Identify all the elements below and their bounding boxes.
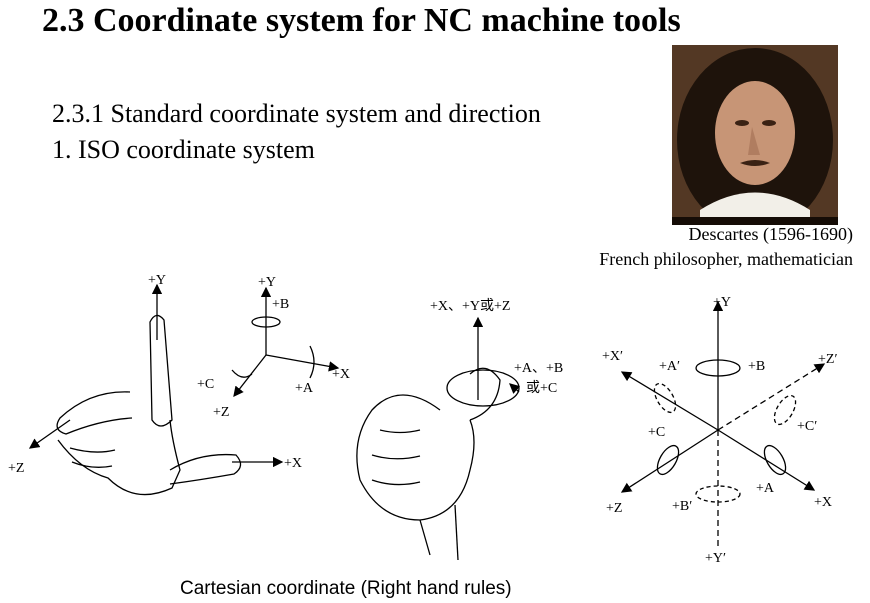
fig3-rot-label-2: 或+C	[526, 380, 557, 396]
fig2-c-label: +C	[197, 377, 214, 392]
fig2-a-label: +A	[295, 381, 314, 396]
fig4-b-prime-label: +B′	[672, 499, 692, 514]
fig3-rot-label-1: +A、+B	[514, 361, 563, 376]
fig4-c-prime-label: +C′	[797, 419, 817, 434]
fig4-x-prime-label: +X′	[602, 349, 623, 364]
fig4-z-prime-label: +Z′	[818, 352, 838, 367]
fig4-b-label: +B	[748, 359, 765, 374]
portrait-caption-description: French philosopher, mathematician	[599, 249, 853, 269]
fig4-y-prime-label: +Y′	[705, 551, 726, 566]
coordinate-diagrams: +Y +X +Z +Y +B +C +X +A +Z +X、+Y或+Z +A、+…	[8, 273, 838, 566]
fig4-a-label: +A	[756, 481, 775, 496]
thumb-rotation-figure	[356, 316, 521, 561]
fig4-a-prime-label: +A′	[659, 359, 680, 374]
figure-caption: Cartesian coordinate (Right hand rules)	[180, 578, 512, 599]
fig4-y-label: +Y	[713, 295, 731, 310]
fig4-x-label: +X	[814, 495, 832, 510]
fig2-z-label: +Z	[213, 405, 229, 420]
right-hand-figure	[28, 283, 284, 496]
axis-rotation-figure	[231, 286, 340, 398]
fig3-top-label: +X、+Y或+Z	[430, 298, 510, 314]
fig1-z-label: +Z	[8, 461, 24, 476]
fig1-y-label: +Y	[148, 273, 166, 288]
fig4-c-label: +C	[648, 425, 665, 440]
page-title: 2.3 Coordinate system for NC machine too…	[42, 2, 681, 39]
six-axis-figure	[620, 300, 826, 548]
descartes-portrait	[672, 45, 838, 225]
section-heading: 2.3.1 Standard coordinate system and dir…	[52, 99, 541, 128]
fig4-z-label: +Z	[606, 501, 622, 516]
portrait-caption-name: Descartes (1596-1690)	[688, 224, 853, 244]
fig1-x-label: +X	[284, 456, 302, 471]
fig2-y-label: +Y	[258, 275, 276, 290]
fig2-x-label: +X	[332, 367, 350, 382]
fig2-b-label: +B	[272, 297, 289, 312]
subsection-heading: 1. ISO coordinate system	[52, 135, 315, 164]
